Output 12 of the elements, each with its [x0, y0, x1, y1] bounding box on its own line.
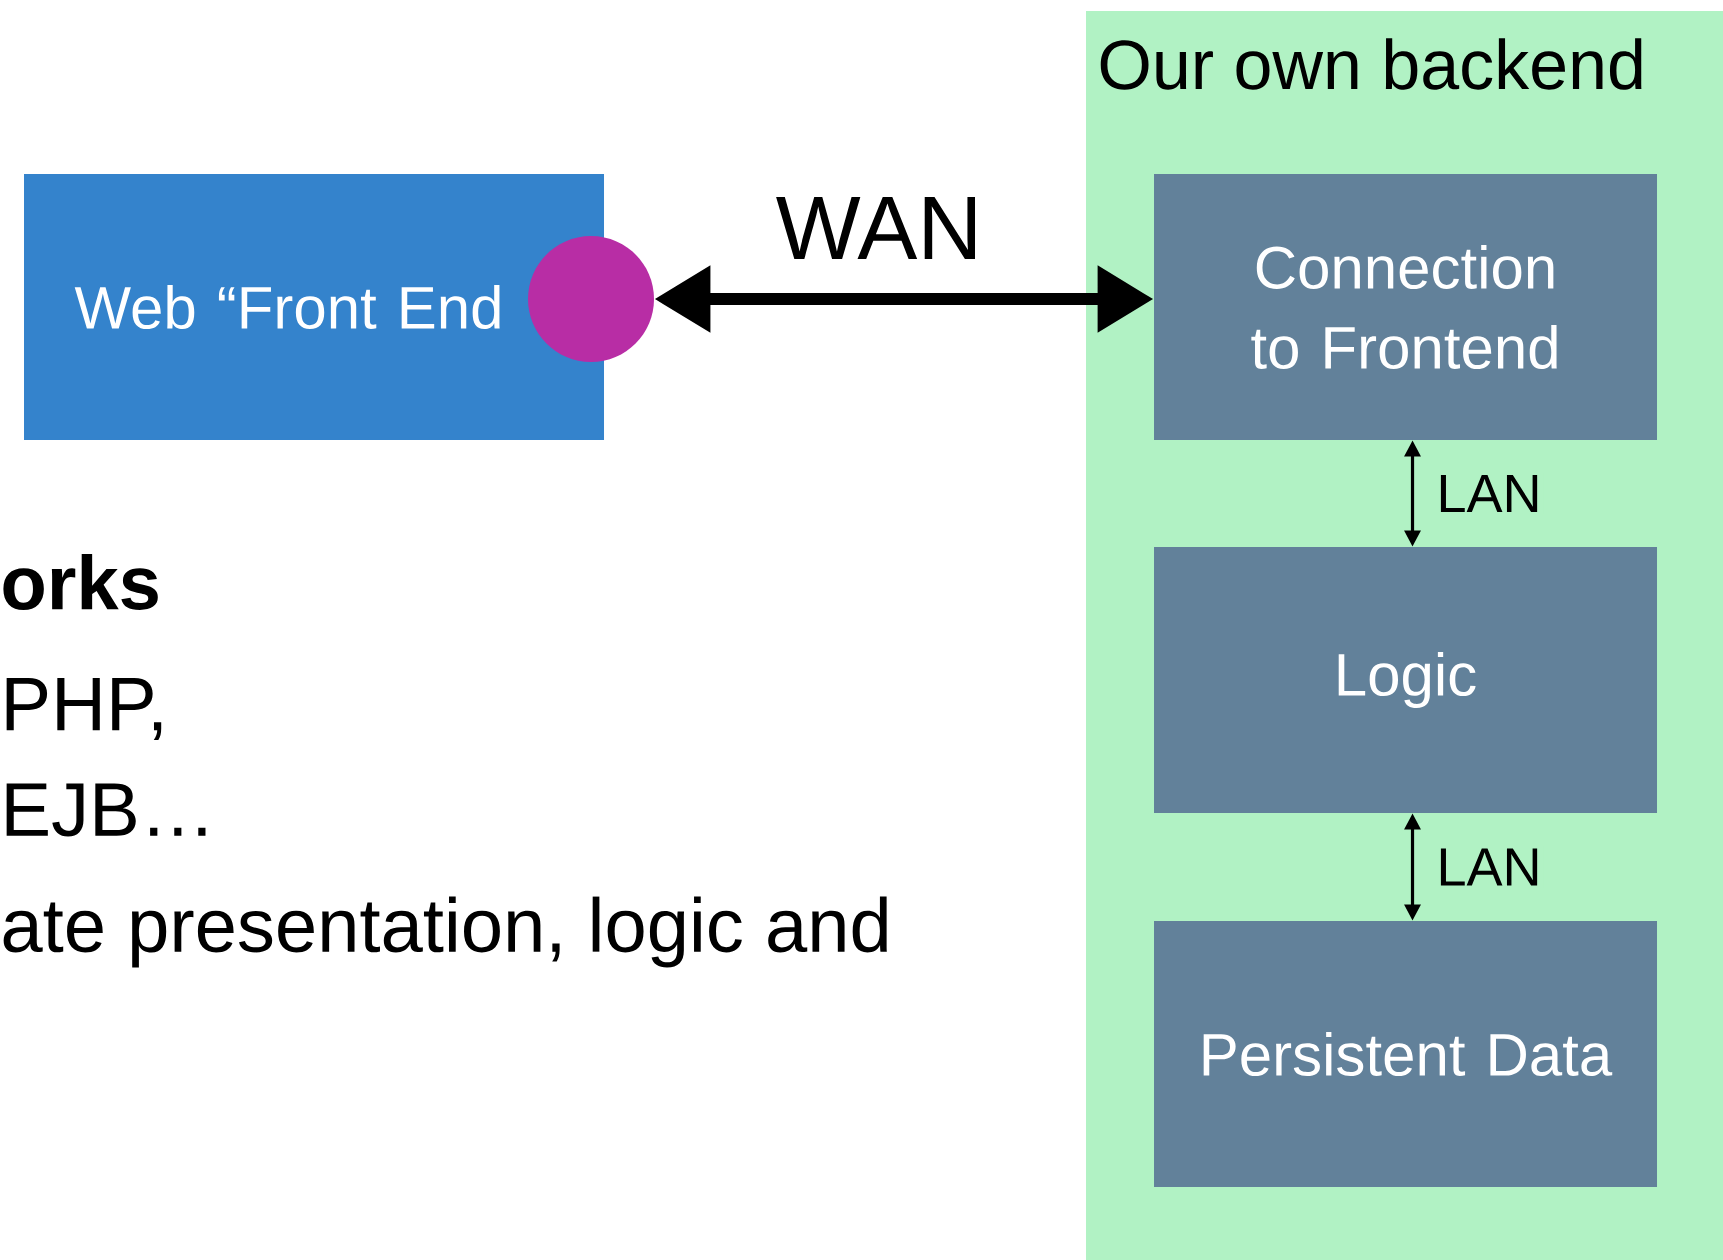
edge-label: LAN [1434, 846, 1544, 888]
process-box: Connection to Frontend [1154, 174, 1657, 440]
edge-label: LAN [1434, 472, 1544, 515]
process-box: Web “Front End [24, 174, 604, 440]
process-box: Logic [1154, 547, 1657, 813]
heading-text: orks [3, 554, 158, 610]
body-text: EJB… [6, 783, 206, 837]
edge-label: WAN [773, 195, 985, 261]
connector-dot [528, 236, 654, 362]
process-box: Persistent Data [1154, 921, 1657, 1187]
body-text: PHP, [6, 678, 162, 740]
body-text: ate presentation, logic and [3, 896, 887, 968]
